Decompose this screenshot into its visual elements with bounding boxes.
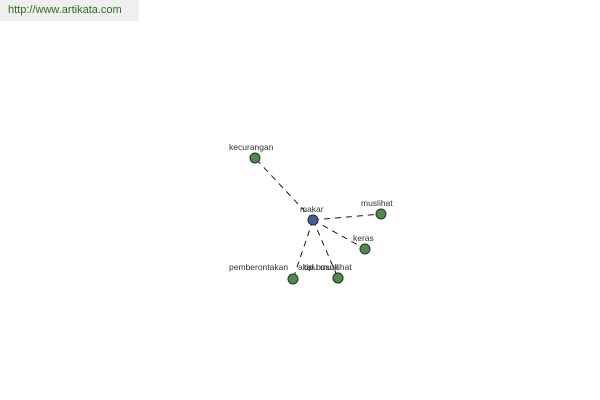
node-label-kecurangan[interactable]: kecurangan — [229, 142, 274, 152]
node-label-akal-busuk[interactable]: akal busuk — [298, 262, 339, 272]
node-label-keras[interactable]: keras — [353, 233, 374, 243]
center-node-makar[interactable] — [307, 214, 319, 226]
nodes-group — [249, 152, 387, 285]
node-label-tipu-muslihat[interactable]: tipu muslihat — [304, 262, 352, 272]
edge-muslihat — [312, 213, 382, 221]
node-keras[interactable] — [359, 243, 371, 255]
labels-group: kecurangan muslihat keras pemberontakan akal… — [229, 142, 393, 272]
node-label-makar[interactable]: makar — [300, 204, 324, 214]
node-label-muslihat[interactable]: muslihat — [361, 198, 393, 208]
source-link[interactable]: http://www.artikata.com — [0, 0, 139, 21]
edge-kecurangan — [254, 157, 314, 221]
node-label-pemberontakan[interactable]: pemberontakan — [229, 262, 288, 272]
edge-keras — [312, 219, 366, 250]
node-pemberontakan[interactable] — [287, 273, 299, 285]
node-tipu-muslihat[interactable] — [332, 272, 344, 284]
node-kecurangan[interactable] — [249, 152, 261, 164]
node-muslihat[interactable] — [375, 208, 387, 220]
edges-group — [254, 157, 382, 280]
